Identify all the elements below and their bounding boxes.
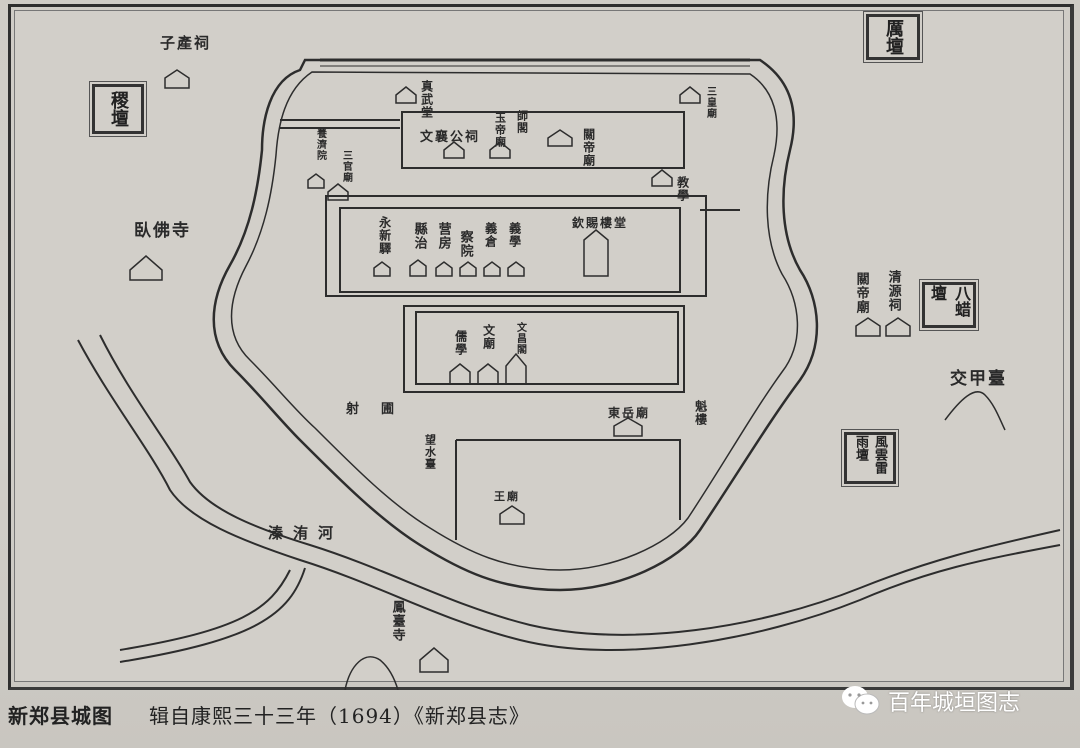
- caption-source: 辑自康熙三十三年（1694）《新郑县志》: [149, 704, 530, 728]
- label-shi-guan: 師閣: [515, 110, 529, 134]
- wechat-icon: [842, 686, 880, 715]
- altar-box-li-tan: 厲壇: [863, 11, 923, 63]
- label-cha-yuan: 察院: [457, 230, 473, 258]
- label-wen-gong-ci: 文襄公祠: [420, 130, 481, 145]
- label-wang-miao: 王廟: [494, 490, 520, 503]
- river: [77, 339, 1061, 651]
- label-yong-xin-yi: 永新驛: [377, 216, 392, 255]
- map-caption: 新郑县城图 辑自康熙三十三年（1694）《新郑县志》: [8, 700, 530, 729]
- label-xian-zhi: 縣治: [411, 222, 427, 250]
- label-feng-tai-si: 鳳臺寺: [389, 600, 405, 642]
- label-wang-shui-tai: 望水臺: [423, 434, 437, 470]
- map-frame: [8, 4, 1074, 690]
- label-guan-di-miao: 關帝廟: [581, 128, 596, 167]
- label-kui-lou: 魁樓: [693, 400, 708, 426]
- label-guan-di-miao-east: 關帝廟: [853, 272, 869, 314]
- label-yang-ji-yuan: 養濟院: [314, 128, 326, 161]
- label-yi-xue: 義學: [507, 222, 522, 248]
- city-wall: [212, 58, 819, 592]
- city-map-drawing: [77, 58, 1061, 690]
- watermark-text: 百年城垣图志: [888, 691, 1021, 716]
- label-san-huang-miao: 三皇廟: [704, 86, 716, 119]
- label-wang-di-miao: 玉帝廟: [493, 112, 507, 148]
- caption-title: 新郑县城图: [8, 704, 113, 728]
- label-qin-ci-lou-tang: 欽賜樓堂: [572, 216, 629, 230]
- label-jiao-jia-tai: 交甲臺: [950, 369, 1007, 389]
- label-zhen-wei-river: 溱洧河: [268, 524, 344, 542]
- label-qing-yuan-ci: 清源祠: [885, 270, 901, 312]
- label-wo-fo-si: 臥佛寺: [134, 221, 191, 241]
- altar-box-ji-tan: 稷壇: [89, 81, 147, 137]
- altar-box-ba-zha-tan: 八蜡壇: [919, 279, 979, 331]
- label-ying-fang: 营房: [435, 222, 451, 250]
- label-san-guan-miao: 三官廟: [340, 150, 352, 183]
- label-jiao-xue: 教學: [675, 176, 690, 202]
- label-yi-cang: 義倉: [483, 222, 498, 248]
- label-zhen-wu-tang: 真武堂: [419, 80, 434, 119]
- altar-box-feng-yun-lei-yu: 風雲雷雨壇: [841, 429, 899, 487]
- label-ru-xue: 儒學: [453, 330, 468, 356]
- label-wen-chang-ge: 文昌閣: [514, 322, 526, 355]
- label-she-pu: 射圃: [346, 402, 417, 417]
- label-wen-miao: 文廟: [481, 324, 496, 350]
- map-sheet: [14, 10, 1064, 682]
- label-zi-chan-ci: 子產祠: [160, 34, 212, 52]
- label-dong-yue-miao: 東岳廟: [608, 406, 651, 420]
- watermark: 百年城垣图志: [840, 684, 1020, 718]
